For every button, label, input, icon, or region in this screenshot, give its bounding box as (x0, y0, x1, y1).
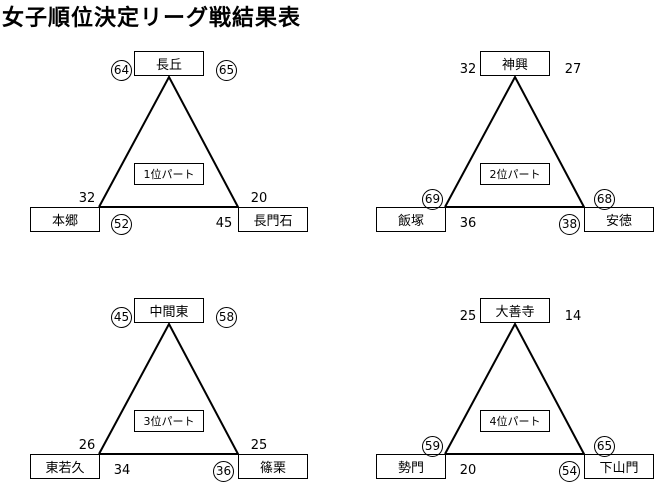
score-right-vs-left: 38 (559, 214, 580, 235)
team-box-right: 下山門 (584, 454, 654, 479)
part-label: 2位パート (480, 163, 550, 185)
score-left-vs-top: 32 (78, 191, 96, 206)
score-top-vs-right: 27 (564, 62, 582, 77)
score-right-vs-left: 45 (215, 216, 233, 231)
team-box-right: 安徳 (584, 207, 654, 232)
score-right-vs-left: 54 (559, 461, 580, 482)
triangle-lines (444, 74, 586, 208)
score-top-vs-left: 32 (459, 62, 477, 77)
score-left-vs-right: 34 (113, 463, 131, 478)
score-right-vs-top: 68 (594, 189, 615, 210)
score-top-vs-right: 65 (216, 60, 237, 81)
team-box-top: 大善寺 (480, 298, 550, 323)
score-right-vs-left: 36 (213, 461, 234, 482)
league-group-2: 神興飯塚 安徳 2位パート 32 27 69 36 38 68 (346, 0, 655, 240)
score-right-vs-top: 20 (250, 191, 268, 206)
team-box-left: 東若久 (30, 454, 100, 479)
part-label: 1位パート (134, 163, 204, 185)
score-top-vs-left: 45 (111, 307, 132, 328)
score-left-vs-right: 20 (459, 463, 477, 478)
triangle-lines (98, 74, 240, 208)
team-box-top: 長丘 (134, 51, 204, 76)
score-left-vs-top: 26 (78, 438, 96, 453)
team-box-top: 中間東 (134, 298, 204, 323)
league-group-3: 中間東東若久 篠栗 3位パート 45 58 26 34 36 25 (0, 247, 330, 487)
score-right-vs-top: 65 (594, 436, 615, 457)
team-box-left: 本郷 (30, 207, 100, 232)
score-top-vs-right: 58 (216, 307, 237, 328)
team-box-left: 勢門 (376, 454, 446, 479)
league-group-4: 大善寺勢門 下山門 4位パート 25 14 59 20 54 65 (346, 247, 655, 487)
score-left-vs-top: 59 (422, 436, 443, 457)
score-top-vs-right: 14 (564, 309, 582, 324)
page-title: 女子順位決定リーグ戦結果表 (2, 6, 302, 31)
team-box-right: 長門石 (238, 207, 308, 232)
triangle-lines (98, 321, 240, 455)
team-box-left: 飯塚 (376, 207, 446, 232)
score-top-vs-left: 64 (111, 60, 132, 81)
team-box-top: 神興 (480, 51, 550, 76)
score-right-vs-top: 25 (250, 438, 268, 453)
triangle-lines (444, 321, 586, 455)
score-top-vs-left: 25 (459, 309, 477, 324)
part-label: 4位パート (480, 410, 550, 432)
score-left-vs-top: 69 (422, 189, 443, 210)
score-left-vs-right: 36 (459, 216, 477, 231)
score-left-vs-right: 52 (111, 214, 132, 235)
part-label: 3位パート (134, 410, 204, 432)
team-box-right: 篠栗 (238, 454, 308, 479)
league-group-1: 長丘本郷 長門石 1位パート 64 65 32 52 45 20 (0, 0, 330, 240)
